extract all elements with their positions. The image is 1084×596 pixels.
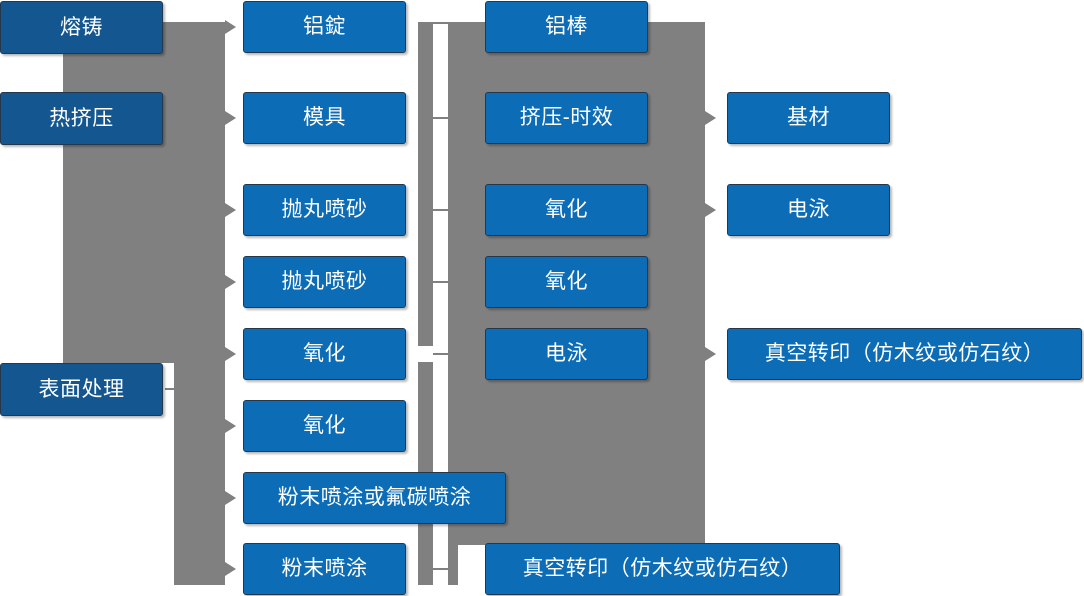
stage-label-melt-cast: 熔铸 [60, 15, 103, 39]
arrow-to-oxidation-a1 [225, 347, 236, 361]
process-a-label-oxidation-2: 氧化 [303, 414, 346, 438]
output-label-vacuum-transfer-print: 真空转印（仿木纹或仿石纹） [764, 342, 1045, 366]
process-b-box-aluminum-bar[interactable]: 铝棒 [485, 1, 648, 53]
process-a-label-powder-or-fluorocarbon-spray: 粉末喷涂或氟碳喷涂 [277, 486, 472, 510]
output-box-vacuum-transfer-print[interactable]: 真空转印（仿木纹或仿石纹） [727, 328, 1082, 380]
output-label-base-material: 基材 [787, 106, 830, 130]
connector-arrow-down-hot-extrusion [69, 73, 87, 84]
process-a-label-oxidation-1: 氧化 [303, 342, 346, 366]
mid-rung-5 [433, 353, 449, 355]
arrow-to-electrophoresis-output [705, 203, 716, 217]
stage-box-melt-cast[interactable]: 熔铸 [0, 1, 163, 54]
process-a-box-aluminum-ingot[interactable]: 铝錠 [243, 1, 406, 53]
arrow-to-powder-spray [225, 562, 236, 576]
process-b-box-extrusion-aging[interactable]: 挤压-时效 [485, 92, 648, 144]
output-box-base-material[interactable]: 基材 [727, 92, 890, 144]
process-a-label-powder-spray: 粉末喷涂 [281, 557, 368, 581]
mid-rung-4 [433, 281, 449, 283]
process-a-box-mould[interactable]: 模具 [243, 92, 406, 144]
stage-box-surface-treatment[interactable]: 表面处理 [0, 363, 163, 416]
connector-stage-spine-lower [63, 143, 84, 363]
arrow-to-aluminum-ingot [225, 20, 236, 34]
process-b-box-oxidation-2[interactable]: 氧化 [485, 256, 648, 308]
process-b-label-extrusion-aging: 挤压-时效 [519, 106, 614, 130]
process-a-label-aluminum-ingot: 铝錠 [303, 15, 346, 39]
connector-mid-bar-left-top [418, 22, 433, 346]
connector-fan-body-lower [174, 363, 225, 585]
connector-fan-body-upper [84, 22, 225, 363]
arrow-to-shot-blasting-1 [225, 203, 236, 217]
arrow-to-oxidation-a2 [225, 419, 236, 433]
mid-rung-3 [433, 209, 449, 211]
arrow-to-mould [225, 111, 236, 125]
process-b-box-electrophoresis[interactable]: 电泳 [485, 328, 648, 380]
arrow-to-base-material [705, 111, 716, 125]
mid-rung-1 [433, 22, 449, 24]
process-b-label-oxidation-2: 氧化 [545, 270, 588, 294]
mid-rung-2 [433, 117, 449, 119]
stage-label-hot-extrusion: 热挤压 [49, 106, 114, 130]
process-a-box-shot-blasting-1[interactable]: 抛丸喷砂 [243, 184, 406, 236]
process-a-box-powder-spray[interactable]: 粉末喷涂 [243, 543, 406, 595]
process-a-box-oxidation-1[interactable]: 氧化 [243, 328, 406, 380]
mid-rung-6 [433, 568, 449, 570]
arrow-to-vacuum-transfer-print-output [705, 347, 716, 361]
connector-surface-treatment-stub [165, 388, 177, 390]
connector-mid-bar-right [448, 22, 458, 585]
arrow-to-shot-blasting-2 [225, 275, 236, 289]
process-a-label-mould: 模具 [303, 106, 346, 130]
stage-label-surface-treatment: 表面处理 [38, 377, 125, 401]
process-b-box-vacuum-transfer-print[interactable]: 真空转印（仿木纹或仿石纹） [485, 543, 840, 595]
process-b-label-vacuum-transfer-print: 真空转印（仿木纹或仿石纹） [522, 557, 803, 581]
output-box-electrophoresis[interactable]: 电泳 [727, 184, 890, 236]
process-a-label-shot-blasting-1: 抛丸喷砂 [281, 198, 368, 222]
process-b-box-oxidation-1[interactable]: 氧化 [485, 184, 648, 236]
connector-arrow-down-surface-treatment [69, 338, 87, 349]
arrow-to-powder-or-fluorocarbon-spray [225, 491, 236, 505]
process-b-label-electrophoresis: 电泳 [545, 342, 588, 366]
process-a-box-powder-or-fluorocarbon-spray[interactable]: 粉末喷涂或氟碳喷涂 [243, 472, 506, 524]
output-label-electrophoresis: 电泳 [787, 198, 830, 222]
process-a-box-shot-blasting-2[interactable]: 抛丸喷砂 [243, 256, 406, 308]
stage-box-hot-extrusion[interactable]: 热挤压 [0, 92, 163, 145]
process-b-label-aluminum-bar: 铝棒 [545, 15, 588, 39]
process-a-label-shot-blasting-2: 抛丸喷砂 [281, 270, 368, 294]
process-a-box-oxidation-2[interactable]: 氧化 [243, 400, 406, 452]
process-b-label-oxidation-1: 氧化 [545, 198, 588, 222]
